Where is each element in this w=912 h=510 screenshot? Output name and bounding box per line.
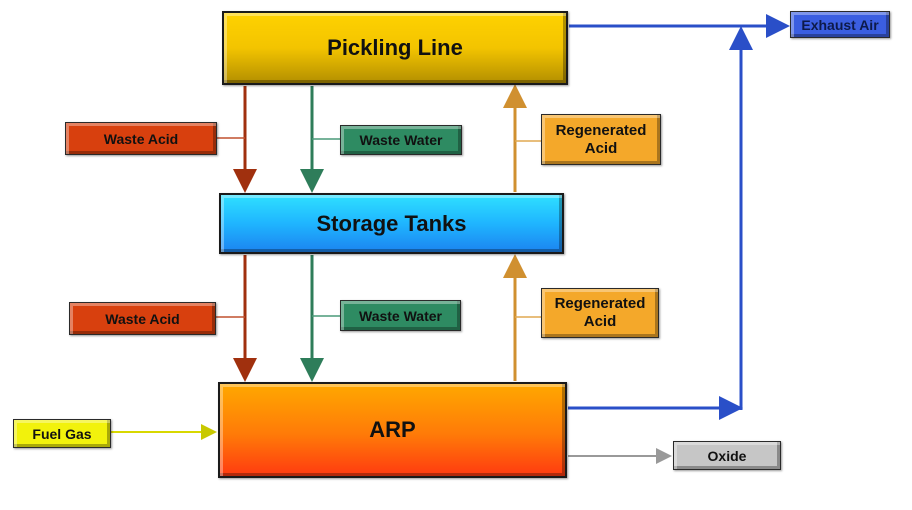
- storage-tanks-node: Storage Tanks: [219, 193, 564, 254]
- waste-water-text: Waste Water: [359, 132, 443, 148]
- exhaust-air-node: Exhaust Air: [790, 11, 890, 38]
- fuel-gas-label: Fuel Gas: [32, 425, 92, 442]
- regen-line-2: Acid: [584, 139, 618, 157]
- waste-acid-text: Waste Acid: [105, 310, 180, 327]
- regen-line-1: Regenerated: [555, 121, 647, 139]
- waste-acid-label-top: Waste Acid: [65, 122, 217, 155]
- regen-line-1: Regenerated: [554, 295, 646, 312]
- waste-water-label-top: Waste Water: [340, 125, 462, 155]
- pickling-line-node: Pickling Line: [222, 11, 568, 85]
- pickling-line-label: Pickling Line: [327, 35, 463, 60]
- waste-acid-label-bottom: Waste Acid: [69, 302, 216, 335]
- arp-node: ARP: [218, 382, 567, 478]
- waste-water-text: Waste Water: [359, 307, 442, 324]
- storage-tanks-label: Storage Tanks: [316, 210, 467, 236]
- oxide-label: Oxide: [707, 447, 747, 464]
- oxide-node: Oxide: [673, 441, 781, 470]
- waste-water-label-bottom: Waste Water: [340, 300, 461, 331]
- exhaust-air-label: Exhaust Air: [801, 16, 879, 33]
- fuel-gas-node: Fuel Gas: [13, 419, 111, 448]
- waste-acid-text: Waste Acid: [103, 130, 179, 147]
- regen-line-2: Acid: [583, 313, 617, 330]
- arp-label: ARP: [369, 417, 416, 442]
